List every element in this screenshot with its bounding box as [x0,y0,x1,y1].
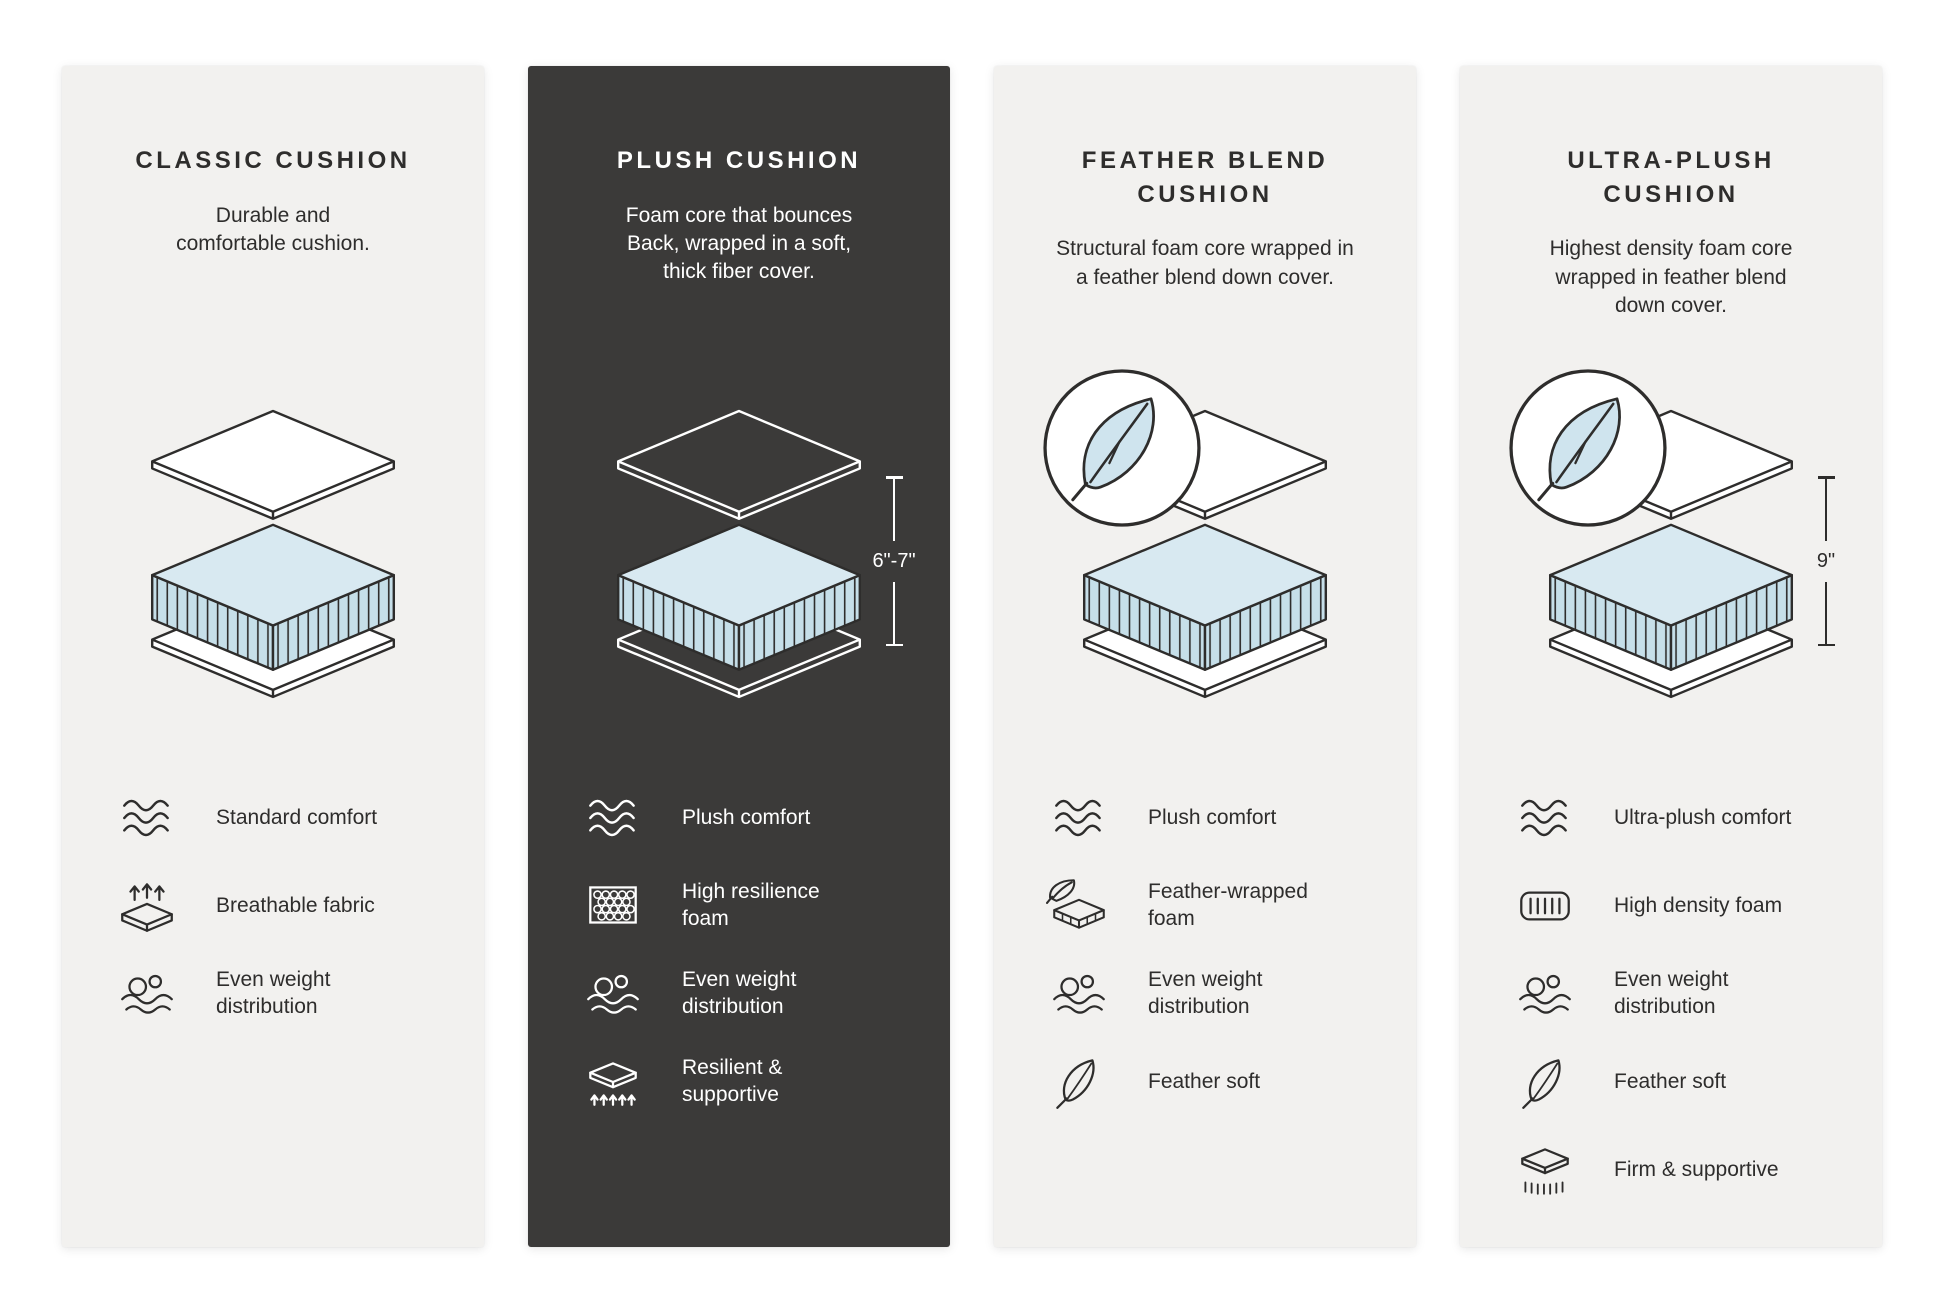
measure-value: 6"-7" [872,549,916,572]
card-classic-cushion: CLASSIC CUSHION Durable and comfortable … [62,66,484,1247]
resilient-supportive-icon [580,1053,646,1111]
card-title: PLUSH CUSHION [616,147,862,174]
measure-line [892,581,896,644]
feature-label: Even weight distribution [216,968,331,1018]
feature-label: Feather soft [1614,1069,1727,1093]
waves-icon [1046,789,1112,847]
height-measurement: 9" [1794,476,1858,646]
high-density-foam-icon [1512,877,1578,935]
height-measurement: 6"-7" [862,476,926,646]
even-weight-icon [114,965,180,1023]
card-description: Durable and comfortable cushion. [176,203,370,255]
feature-row: Even weight distribution [1512,965,1854,1023]
feature-row: High density foam [1512,877,1854,935]
card-title: FEATHER BLEND CUSHION [1081,147,1329,208]
feature-label: Feather soft [1148,1069,1261,1093]
card-description: Structural foam core wrapped in a feathe… [1056,237,1354,289]
feature-label: High resilience foam [682,880,820,930]
feature-row: Even weight distribution [580,965,922,1023]
feature-row: Firm & supportive [1512,1141,1854,1199]
card-plush-cushion: PLUSH CUSHION Foam core that bounces Bac… [528,66,950,1247]
foam-cells-icon [580,877,646,935]
measure-cap [885,643,903,646]
feature-list: Plush comfort Feather-wrapped foam Even … [994,789,1416,1111]
feature-row: Feather soft [1046,1053,1388,1111]
card-header: FEATHER BLEND CUSHION Structural foam co… [994,66,1416,406]
measure-value: 9" [1816,549,1836,572]
feature-row: Standard comfort [114,789,456,847]
waves-icon [580,789,646,847]
measure-cap [1817,476,1835,479]
card-title: CLASSIC CUSHION [135,147,411,174]
measure-line [892,478,896,541]
measure-line [1824,478,1828,541]
breathable-fabric-icon [114,877,180,935]
cushion-layers-icon [588,406,890,703]
waves-icon [114,789,180,847]
card-description: Highest density foam core wrapped in fea… [1549,237,1793,317]
measure-cap [1817,643,1835,646]
feature-label: Even weight distribution [1148,968,1263,1018]
feature-row: Ultra-plush comfort [1512,789,1854,847]
cushion-layers-diagram [1054,406,1356,703]
feather-badge-icon [1040,366,1204,530]
even-weight-icon [1046,965,1112,1023]
feature-row: Breathable fabric [114,877,456,935]
feature-row: Feather soft [1512,1053,1854,1111]
feather-icon [1046,1053,1112,1111]
feature-label: Even weight distribution [1614,968,1729,1018]
feather-badge-icon [1506,366,1670,530]
card-header: ULTRA-PLUSH CUSHION Highest density foam… [1460,66,1882,406]
feature-row: Resilient & supportive [580,1053,922,1111]
feature-label: Plush comfort [682,805,811,829]
firm-supportive-icon [1512,1141,1578,1199]
cushion-layers-diagram: 9" [1520,406,1835,703]
feature-row: Plush comfort [1046,789,1388,847]
feature-row: Plush comfort [580,789,922,847]
feature-label: Even weight distribution [682,968,797,1018]
feather-icon [1512,1053,1578,1111]
feature-row: Feather-wrapped foam [1046,877,1388,935]
feature-label: High density foam [1614,893,1783,917]
feature-label: Breathable fabric [216,893,375,917]
feature-label: Feather-wrapped foam [1148,880,1308,930]
cushion-layers-diagram [122,406,424,703]
cushion-layers-icon [122,406,424,703]
feature-label: Firm & supportive [1614,1157,1779,1181]
card-ultra-plush-cushion: ULTRA-PLUSH CUSHION Highest density foam… [1460,66,1882,1247]
card-description: Foam core that bounces Back, wrapped in … [625,203,853,284]
feature-list: Standard comfort Breathable fabric Even … [62,789,484,1023]
feature-label: Standard comfort [216,805,378,829]
feature-row: Even weight distribution [114,965,456,1023]
cushion-layers-diagram: 6"-7" [588,406,916,703]
card-feather-blend-cushion: FEATHER BLEND CUSHION Structural foam co… [994,66,1416,1247]
even-weight-icon [1512,965,1578,1023]
feature-row: High resilience foam [580,877,922,935]
even-weight-icon [580,965,646,1023]
card-title: ULTRA-PLUSH CUSHION [1567,147,1775,208]
feature-label: Resilient & supportive [682,1056,783,1106]
feature-list: Plush comfort High resilience foam Even … [528,789,950,1111]
card-header: PLUSH CUSHION Foam core that bounces Bac… [528,66,950,406]
feather-foam-icon [1046,877,1112,935]
feature-list: Ultra-plush comfort High density foam Ev… [1460,789,1882,1199]
measure-cap [885,476,903,479]
measure-line [1824,581,1828,644]
feature-label: Plush comfort [1148,805,1277,829]
card-header: CLASSIC CUSHION Durable and comfortable … [62,66,484,406]
feature-label: Ultra-plush comfort [1614,805,1792,829]
waves-icon [1512,789,1578,847]
feature-row: Even weight distribution [1046,965,1388,1023]
